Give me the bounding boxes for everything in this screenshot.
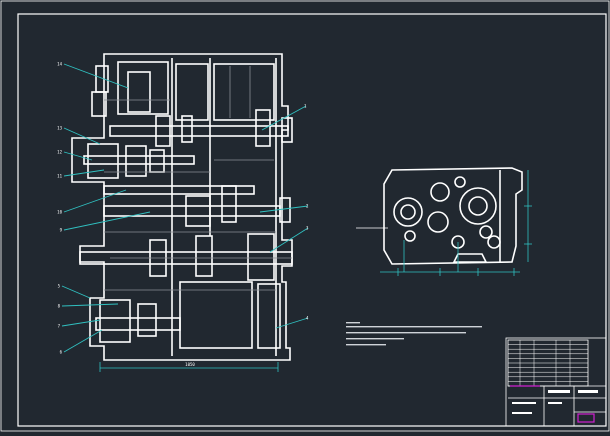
gear-2 [155, 115, 171, 147]
gear-12 [247, 233, 275, 281]
gear-5 [87, 143, 119, 179]
revision-mark [577, 413, 595, 423]
bearing-cap-2 [91, 91, 107, 117]
note-line [346, 322, 360, 324]
side-view-outline [383, 167, 523, 265]
side-gear-small-3 [479, 225, 493, 239]
gear-7 [149, 149, 165, 173]
side-gear-mid [427, 211, 449, 233]
leader-line [63, 189, 127, 213]
part-number-label: 6 [60, 350, 63, 355]
leader-line [63, 63, 129, 89]
leader-line [63, 127, 101, 145]
side-base-plate [452, 253, 488, 263]
part-number-label: 5 [58, 284, 61, 289]
part-number-label: 14 [57, 62, 62, 67]
side-gear-left-hub [400, 204, 416, 220]
drawing-number-text [578, 390, 598, 393]
note-line [346, 338, 404, 340]
lower-mid-chamber [179, 281, 253, 349]
shaft-2 [83, 155, 195, 165]
part-number-label: 4 [306, 316, 309, 321]
overall-dimension-text: 1050 [185, 362, 195, 367]
side-gear-small-5 [404, 230, 416, 242]
part-number-label: 2 [306, 204, 309, 209]
bearing-cap-1 [95, 65, 109, 93]
side-gear-small-1 [454, 176, 466, 188]
leader-line [63, 151, 93, 161]
side-gear-mid-top [430, 182, 450, 202]
part-number-label: 11 [57, 174, 62, 179]
gearbox-section-view [71, 53, 293, 361]
part-number-label: 8 [58, 304, 61, 309]
note-line [346, 332, 466, 334]
shaft-1 [109, 125, 289, 137]
gear-9 [221, 185, 237, 223]
compartment-top-left [117, 61, 169, 115]
scale-text [548, 402, 562, 404]
side-gear-left [393, 197, 423, 227]
title-block-frame [505, 337, 607, 427]
side-gear-small-4 [487, 235, 501, 249]
compartment-top-right [213, 63, 275, 121]
part-number-label: 1 [304, 104, 307, 109]
note-line [346, 344, 386, 346]
leader-line [63, 211, 151, 231]
gear-14 [137, 303, 157, 337]
housing-outline [71, 53, 293, 361]
leader-line [63, 169, 105, 177]
leader-line [61, 303, 119, 307]
part-number-label: 12 [57, 150, 62, 155]
leader-line [275, 317, 309, 329]
side-gear-large-1-hub [468, 196, 488, 216]
company-text-2 [512, 412, 532, 414]
gear-11 [195, 235, 213, 277]
inner-border [17, 13, 607, 427]
leader-line [63, 329, 103, 353]
leader-line [261, 105, 307, 131]
part-number-label: 7 [58, 324, 61, 329]
gear-4 [255, 109, 271, 147]
title-block-text [512, 390, 598, 414]
part-leaders: 14 13 1 12 11 10 9 2 3 8 7 6 5 4 [57, 62, 309, 355]
gear-6 [125, 145, 147, 177]
compartment-top-mid [175, 63, 209, 121]
gear-3 [181, 115, 193, 143]
drawing-name-text [548, 390, 570, 393]
lower-right-chamber [257, 283, 281, 349]
gear-1 [127, 71, 151, 113]
company-text [512, 402, 536, 404]
leader-line [259, 205, 309, 213]
part-number-label: 9 [60, 228, 63, 233]
parts-list-rows [508, 340, 588, 386]
gear-8 [185, 195, 211, 227]
note-line [346, 326, 482, 328]
shaft-4 [103, 205, 281, 217]
gearbox-side-view [383, 167, 523, 265]
gear-13 [99, 299, 131, 343]
side-gear-large-1 [459, 187, 497, 225]
technical-notes [346, 322, 482, 346]
bearing-cap-4 [279, 197, 291, 223]
leader-line [269, 227, 309, 253]
leader-line [61, 285, 91, 299]
section-hatching [104, 66, 292, 291]
side-view-dimensions [380, 170, 532, 276]
shaft-3 [103, 185, 255, 195]
front-view-dimensions [99, 362, 279, 372]
part-number-label: 13 [57, 126, 62, 131]
bearing-cap-3 [281, 117, 293, 143]
leader-line [61, 319, 101, 327]
part-number-label: 10 [57, 210, 62, 215]
part-number-label: 3 [306, 226, 309, 231]
